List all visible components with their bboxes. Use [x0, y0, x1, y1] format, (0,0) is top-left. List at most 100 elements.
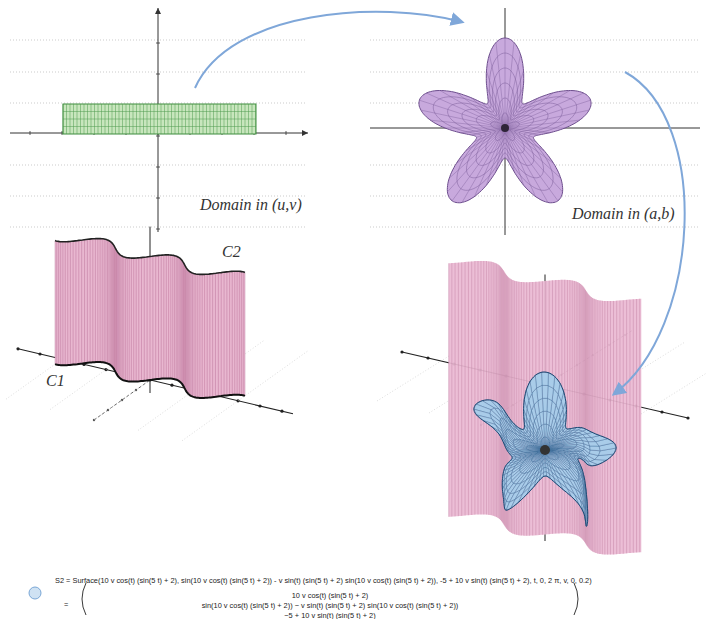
mesh-line	[56, 241, 57, 365]
mesh-line	[100, 239, 101, 363]
uv-domain-plot	[10, 8, 308, 232]
label-holder: 10 v cos(t) (sin(5 t) + 2)	[90, 584, 570, 602]
mesh-line	[493, 262, 494, 516]
cylinder-surface	[449, 261, 642, 555]
mesh-line	[466, 128, 505, 151]
label-holder: S2 = Surface(10 v cos(t) (sin(5 t) + 2),…	[55, 569, 703, 587]
mesh-line	[452, 128, 505, 201]
flower-region	[419, 38, 591, 203]
mesh-line	[121, 255, 122, 379]
mesh-line	[158, 255, 159, 379]
mesh-line	[421, 110, 505, 128]
mesh-line	[505, 128, 536, 197]
mesh-line	[75, 241, 76, 364]
mesh-line	[465, 262, 466, 516]
mesh-line	[117, 251, 118, 374]
mesh-line	[419, 100, 505, 128]
mesh-line	[113, 246, 114, 370]
mesh-line	[607, 301, 608, 555]
mesh-line	[113, 244, 114, 368]
flower-surface	[542, 372, 549, 385]
label-holder: =	[64, 593, 68, 611]
mesh-line	[221, 273, 222, 397]
mesh-line	[155, 256, 156, 379]
flower-surface	[575, 441, 584, 444]
mesh-line	[488, 99, 505, 128]
mesh-line	[629, 300, 630, 554]
mesh-line	[229, 272, 230, 396]
flower-surface	[542, 385, 548, 398]
axis-tick	[286, 131, 287, 135]
mesh-line	[636, 299, 637, 553]
mesh-line	[184, 265, 185, 389]
mesh-line	[468, 262, 469, 516]
grid-line	[370, 227, 700, 228]
mesh-line	[131, 258, 132, 382]
mesh-line	[207, 274, 208, 398]
mesh-line	[505, 128, 561, 178]
mesh-line	[458, 263, 459, 517]
mesh-line	[445, 128, 505, 129]
axis-tick	[156, 43, 160, 44]
axis-tick	[280, 410, 283, 413]
mesh-line	[599, 300, 600, 554]
mesh-line	[496, 128, 505, 172]
mesh-line	[474, 128, 505, 142]
mesh-line	[604, 301, 605, 555]
mesh-line	[97, 239, 98, 363]
mesh-line	[494, 263, 495, 516]
mesh-line	[456, 128, 505, 163]
axis-tick	[170, 384, 173, 387]
mesh-line	[619, 300, 620, 554]
flower-surface	[511, 494, 523, 508]
mesh-line	[499, 265, 500, 519]
mesh-line	[505, 128, 554, 163]
mesh-line	[505, 128, 558, 201]
axis-tick	[258, 404, 261, 407]
mesh-line	[505, 128, 563, 192]
mesh-line	[505, 91, 570, 129]
axis-tick	[660, 410, 663, 413]
mesh-line	[152, 256, 153, 380]
mesh-line	[197, 274, 198, 398]
vector-bracket	[574, 583, 578, 615]
mesh-line	[491, 262, 492, 515]
cylinder-surface-plot	[6, 227, 308, 441]
mesh-line	[191, 272, 192, 396]
mesh-line	[170, 255, 171, 379]
mesh-line	[594, 299, 595, 553]
mesh-line	[183, 263, 184, 387]
mesh-line	[639, 299, 640, 553]
label-holder: C2	[222, 243, 241, 261]
axis-tick	[686, 416, 689, 419]
mesh-line	[505, 93, 584, 128]
mesh-line	[505, 128, 550, 133]
mesh-line	[633, 299, 634, 553]
flower-surface	[590, 446, 601, 451]
mesh-line	[186, 269, 187, 393]
mesh-line	[472, 98, 505, 128]
mesh-line	[496, 42, 505, 128]
mesh-line	[241, 272, 242, 396]
flower-surface	[519, 487, 531, 503]
mesh-line	[505, 128, 565, 129]
axis-tick	[156, 198, 160, 199]
curve-c1	[55, 362, 245, 398]
vector-bracket	[82, 583, 86, 615]
mesh-line	[591, 297, 592, 551]
axis-tick	[156, 74, 160, 75]
axis-tick	[16, 347, 19, 350]
mesh-line	[204, 274, 205, 398]
mesh-line	[461, 262, 462, 516]
mesh-line	[597, 300, 598, 553]
center-dot	[501, 124, 509, 132]
mesh-line	[480, 261, 481, 514]
formula-equals: =	[64, 600, 68, 609]
label-holder: Domain in (u,v)	[200, 196, 302, 214]
mesh-line	[613, 301, 614, 555]
mesh-line	[189, 272, 190, 396]
mesh-line	[181, 259, 182, 383]
mesh-line	[129, 258, 130, 382]
